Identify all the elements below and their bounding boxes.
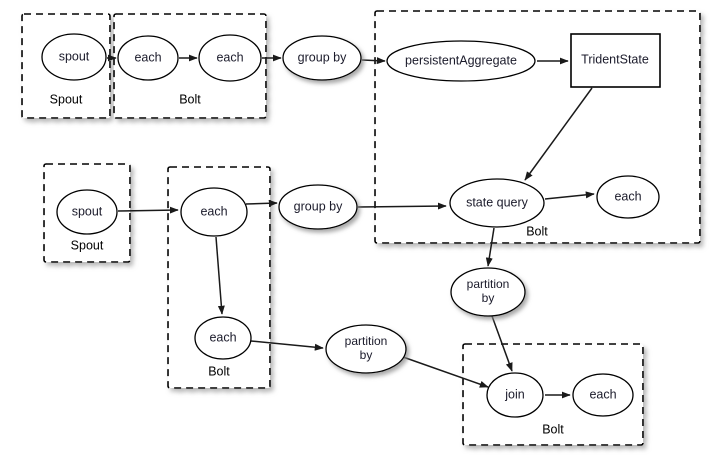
edge-each-3-to-each-4 bbox=[215, 236, 225, 315]
group-label: Spout bbox=[50, 92, 83, 106]
node-label: each bbox=[200, 204, 227, 218]
group-label: Bolt bbox=[542, 422, 564, 436]
node-groupby-1: group by bbox=[282, 35, 362, 81]
node-label: by bbox=[482, 291, 495, 305]
node-groupby-2: group by bbox=[278, 184, 358, 230]
group-label: Spout bbox=[71, 238, 104, 252]
node-ellipse-outline bbox=[386, 40, 536, 82]
node-statequery: state query bbox=[449, 178, 545, 228]
node-label: partition bbox=[345, 334, 388, 348]
node-tridentstate: TridentState bbox=[570, 33, 661, 88]
group-label: Bolt bbox=[526, 224, 548, 238]
node-each-4: each bbox=[194, 316, 252, 360]
node-layer: spout each each group by persistentAggregate… bbox=[41, 33, 661, 418]
node-label: spout bbox=[72, 204, 103, 218]
node-label: by bbox=[360, 348, 373, 362]
node-rect-outline bbox=[570, 33, 661, 88]
node-join: join bbox=[486, 372, 544, 418]
node-label: group by bbox=[294, 199, 343, 213]
edge-groupby-2-to-statequery bbox=[357, 202, 447, 210]
node-ellipse-outline bbox=[282, 35, 362, 81]
edge-partitionby-1-to-join bbox=[402, 356, 489, 388]
node-label: group by bbox=[298, 50, 347, 64]
node-ellipse-outline bbox=[450, 267, 526, 317]
node-label: each bbox=[614, 189, 641, 203]
node-spout-1: spout bbox=[41, 33, 107, 81]
node-ellipse-outline bbox=[325, 324, 407, 374]
edge-spout-2-to-each-3 bbox=[117, 206, 179, 214]
node-ellipse-outline bbox=[198, 34, 262, 82]
edge-groupby-1-to-persistentaggregate bbox=[361, 57, 386, 65]
edge-statequery-to-each-5 bbox=[544, 191, 595, 200]
group-label: Bolt bbox=[208, 364, 230, 378]
node-ellipse-outline bbox=[449, 178, 545, 228]
edge-each-3-to-groupby-2 bbox=[245, 199, 278, 207]
node-label: state query bbox=[466, 195, 529, 209]
edge-partitionby-2-to-join bbox=[491, 315, 513, 372]
node-label: each bbox=[216, 50, 243, 64]
edge-statequery-to-partitionby-2 bbox=[485, 227, 495, 267]
node-ellipse-outline bbox=[117, 35, 179, 81]
node-ellipse-outline bbox=[180, 187, 248, 237]
node-label: partition bbox=[467, 277, 510, 291]
node-each-3: each bbox=[180, 187, 248, 237]
node-each-6: each bbox=[572, 373, 634, 417]
node-label: join bbox=[504, 387, 525, 401]
node-label: each bbox=[134, 50, 161, 64]
node-ellipse-outline bbox=[486, 372, 544, 418]
node-label: persistentAggregate bbox=[405, 53, 517, 67]
node-spout-2: spout bbox=[56, 189, 118, 235]
node-label: spout bbox=[59, 49, 90, 63]
node-ellipse-outline bbox=[56, 189, 118, 235]
node-ellipse-outline bbox=[278, 184, 358, 230]
edge-each-4-to-partitionby-1 bbox=[250, 340, 324, 351]
node-ellipse-outline bbox=[572, 373, 634, 417]
edge-layer bbox=[107, 54, 595, 399]
group-label: Bolt bbox=[179, 92, 201, 106]
node-ellipse-outline bbox=[41, 33, 107, 81]
node-label: each bbox=[209, 330, 236, 344]
node-each-5: each bbox=[596, 175, 660, 219]
node-ellipse-outline bbox=[596, 175, 660, 219]
node-persistentaggregate: persistentAggregate bbox=[386, 40, 536, 82]
node-ellipse-outline bbox=[194, 316, 252, 360]
node-label: TridentState bbox=[581, 52, 649, 66]
node-label: each bbox=[589, 387, 616, 401]
edge-tridentstate-to-statequery bbox=[524, 87, 593, 181]
node-each-1: each bbox=[117, 35, 179, 81]
node-each-2: each bbox=[198, 34, 262, 82]
